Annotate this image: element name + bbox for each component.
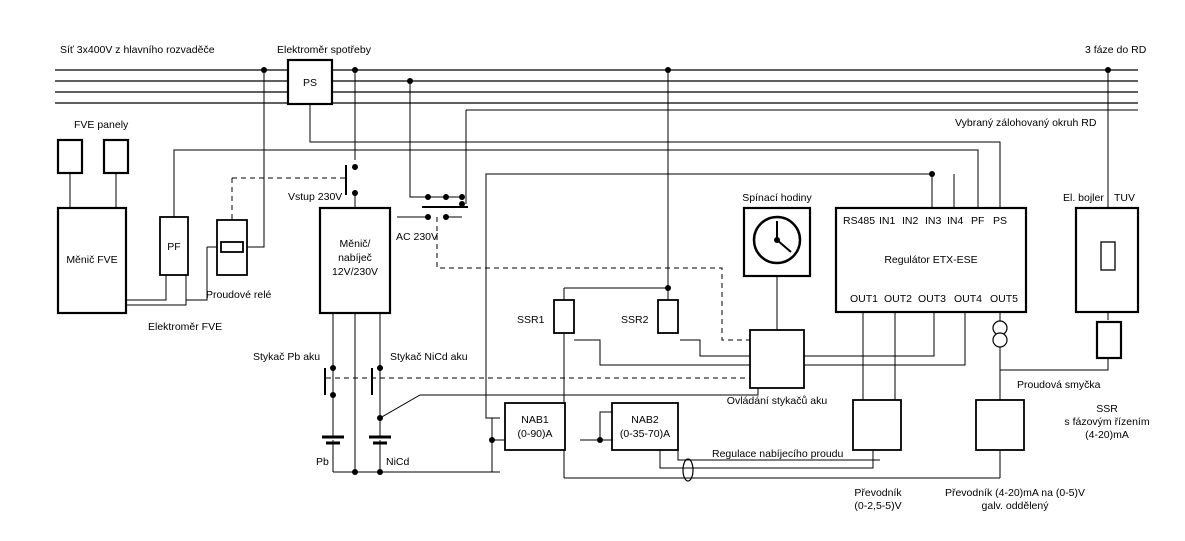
converter2-box (975, 399, 1025, 451)
ssr-phase-label-2: s fázovým řízením (1064, 416, 1149, 428)
pv-panels-label: FVE panely (74, 119, 129, 131)
battery-nicd-label: NiCd (386, 456, 409, 468)
regulator-port-in2: IN2 (902, 215, 919, 227)
nab2-label-1: NAB2 (631, 414, 659, 426)
nab1-label-1: NAB1 (521, 414, 549, 426)
mains-source-label: Síť 3x400V z hlavního rozvaděče (60, 44, 215, 56)
ac-230v-label: AC 230V (396, 231, 438, 243)
converter1-label-2: (0-2,5-5)V (854, 500, 901, 512)
hot-water-label: TUV (1114, 192, 1135, 204)
current-transformer-icon (992, 320, 1008, 348)
junction-dots (261, 67, 1111, 475)
contactor-nicd-label: Stykač NiCd aku (390, 351, 468, 363)
timer-switch-label: Spínací hodiny (742, 192, 812, 204)
pv-panel-1 (56, 138, 84, 175)
ps-box-label: PS (303, 77, 317, 89)
contactor-control-label: Ovládání stykačů aku (727, 395, 828, 407)
inverter-charger-box (318, 206, 392, 315)
regulator-port-in1: IN1 (879, 215, 896, 227)
charge-current-reg-label: Regulace nabíjecího proudu (712, 448, 844, 460)
wiring (69, 70, 1138, 479)
battery-pb-label: Pb (316, 456, 329, 468)
boiler-label: El. bojler (1063, 192, 1104, 204)
regulator-name-label: Regulátor ETX-ESE (884, 254, 977, 266)
batteries (322, 435, 391, 445)
mains-bus (55, 69, 1138, 104)
switches (324, 165, 468, 395)
dashed-links (231, 177, 750, 379)
regulator-port-in3: IN3 (925, 215, 942, 227)
current-relay-box (216, 219, 248, 276)
ssr1-box (553, 299, 575, 334)
ps-meter-box (286, 58, 334, 106)
pv-inverter-label: Měnič FVE (66, 254, 117, 266)
regulator-port-in4: IN4 (947, 215, 964, 227)
phases-to-house-label: 3 fáze do RD (1085, 44, 1147, 56)
ssr-phase-label-1: SSR (1096, 403, 1118, 415)
backup-circuit-label: Vybraný zálohovaný okruh RD (955, 117, 1097, 129)
ssr2-label: SSR2 (621, 314, 649, 326)
cable-bundle-icon (682, 458, 694, 482)
nab1-box (504, 402, 566, 451)
inverter-charger-label-2: nabíječ (338, 252, 372, 264)
pv-inverter-box (56, 206, 128, 315)
converter1-box (852, 399, 902, 451)
consumption-meter-label: Elektroměr spotřeby (277, 44, 372, 56)
ssr-phase-box (1095, 320, 1123, 360)
regulator-port-ps: PS (993, 215, 1007, 227)
converter2-label-2: galv. oddělený (982, 500, 1050, 512)
regulator-port-rs485: RS485 (843, 215, 875, 227)
regulator-out2: OUT2 (884, 293, 912, 305)
pv-panel-2 (102, 138, 130, 175)
ssr2-box (657, 299, 679, 334)
nab1-label-2: (0-90)A (517, 428, 552, 440)
current-relay-label: Proudové relé (206, 289, 272, 301)
pf-box-label: PF (167, 241, 180, 253)
nab2-label-2: (0-35-70)A (620, 428, 670, 440)
regulator-out1: OUT1 (850, 293, 878, 305)
inverter-charger-label-3: 12V/230V (332, 266, 378, 278)
regulator-out3: OUT3 (918, 293, 946, 305)
timer-switch-box (742, 206, 812, 278)
regulator-out4: OUT4 (954, 293, 982, 305)
boiler-box (1074, 206, 1140, 314)
ssr1-label: SSR1 (517, 314, 545, 326)
contactor-pb-label: Stykač Pb aku (253, 351, 320, 363)
inverter-charger-label-1: Měnič/ (340, 238, 371, 250)
converter1-label-1: Převodník (854, 487, 902, 499)
input-230v-label: Vstup 230V (288, 191, 342, 203)
contactor-control-box (749, 329, 805, 389)
regulator-out5: OUT5 (990, 293, 1018, 305)
ssr-phase-label-3: (4-20)mA (1085, 429, 1129, 441)
pf-meter-box (159, 216, 189, 276)
pv-meter-label: Elektroměr FVE (148, 321, 222, 333)
regulator-port-pf: PF (971, 215, 984, 227)
regulator-box (834, 206, 1028, 314)
current-loop-label: Proudová smyčka (1017, 379, 1101, 391)
converter2-label-1: Převodník (4-20)mA na (0-5)V (945, 487, 1085, 499)
nab2-box (611, 402, 679, 451)
